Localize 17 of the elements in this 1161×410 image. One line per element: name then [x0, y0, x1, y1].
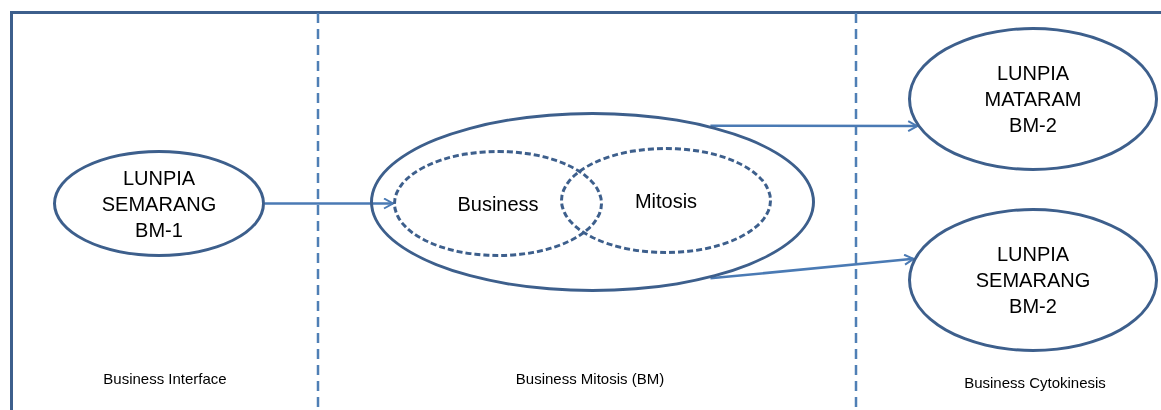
section-label: Business Mitosis (BM) — [514, 369, 666, 389]
outer-ellipse — [370, 112, 815, 292]
node-label: Mitosis — [634, 188, 698, 214]
node-label: Business — [457, 191, 539, 217]
node-label: LUNPIA MATARAM BM-2 — [984, 61, 1082, 138]
ellipse-node — [908, 27, 1158, 171]
section-label: Business Cytokinesis — [963, 373, 1107, 393]
section-label: Business Interface — [102, 369, 228, 389]
arrow — [710, 253, 915, 280]
node-label: LUNPIA SEMARANG BM-1 — [101, 165, 217, 243]
ellipse-node — [53, 150, 265, 257]
arrow — [710, 120, 919, 133]
ellipse-node — [560, 147, 772, 254]
ellipse-node — [393, 150, 603, 257]
node-label: LUNPIA SEMARANG BM-2 — [975, 242, 1091, 319]
ellipse-node — [908, 208, 1158, 352]
arrow — [265, 197, 394, 210]
